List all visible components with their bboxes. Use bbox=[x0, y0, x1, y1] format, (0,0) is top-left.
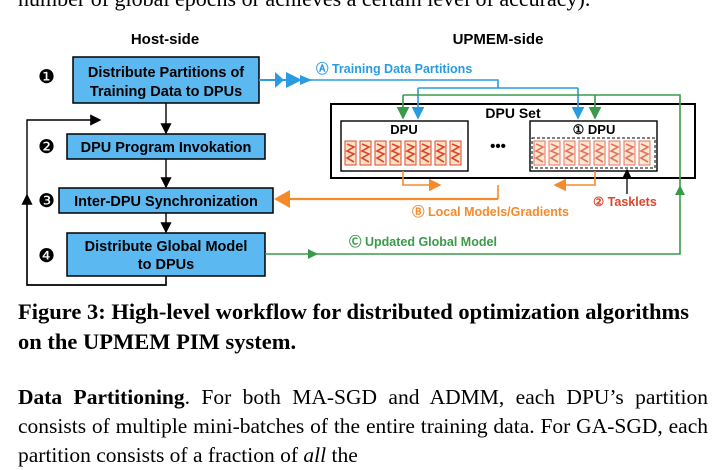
step-2-label: DPU Program Invokation bbox=[81, 140, 252, 156]
paragraph-emphasis: all bbox=[303, 443, 327, 467]
step-2-number: ❷ bbox=[38, 137, 55, 158]
step-3-label: Inter-DPU Synchronization bbox=[74, 194, 258, 210]
step-4-number: ❹ bbox=[38, 246, 55, 267]
step-4-label-line-2: to DPUs bbox=[138, 257, 194, 273]
host-flow-arrows bbox=[21, 103, 172, 286]
flow-a-training-data bbox=[259, 72, 585, 120]
host-side-header: Host-side bbox=[131, 31, 199, 48]
step-4-label-line-1: Distribute Global Model bbox=[85, 239, 248, 255]
body-paragraph: Data Partitioning. For both MA-SGD and A… bbox=[18, 383, 708, 470]
paragraph-text-2: the bbox=[326, 443, 358, 467]
step-3-number: ❸ bbox=[38, 191, 55, 212]
dpu-set-label: DPU Set bbox=[485, 105, 541, 121]
workflow-diagram: Host-side UPMEM-side ❶ ❷ ❸ ❹ Distribute … bbox=[21, 31, 696, 286]
flow-c-global-model bbox=[265, 94, 685, 259]
step-1-label-line-1: Distribute Partitions of bbox=[88, 65, 244, 81]
figure-caption: Figure 3: High-level workflow for distri… bbox=[18, 299, 690, 354]
preceding-text-line: number of global epochs or achieves a ce… bbox=[18, 0, 708, 12]
flow-c-label: Ⓒ Updated Global Model bbox=[349, 234, 497, 249]
upmem-side-header: UPMEM-side bbox=[453, 31, 544, 48]
tasklets-label: ② Tasklets bbox=[593, 195, 657, 209]
dpu-left-label: DPU bbox=[390, 122, 417, 137]
flow-b-local-models bbox=[274, 171, 596, 208]
dpu-right-label: ① DPU bbox=[573, 122, 616, 137]
flow-a-label: Ⓐ Training Data Partitions bbox=[316, 61, 472, 76]
paragraph-lead: Data Partitioning bbox=[18, 385, 185, 409]
step-1-number: ❶ bbox=[38, 67, 55, 88]
paragraph-text-1: . For both MA-SGD and ADMM, each DPU’s p… bbox=[18, 385, 708, 467]
step-1-label-line-2: Training Data to DPUs bbox=[90, 84, 242, 100]
tasklets-group-outline bbox=[531, 137, 656, 169]
dpu-ellipsis: ••• bbox=[490, 138, 506, 155]
flow-b-label: Ⓑ Local Models/Gradients bbox=[412, 204, 569, 219]
